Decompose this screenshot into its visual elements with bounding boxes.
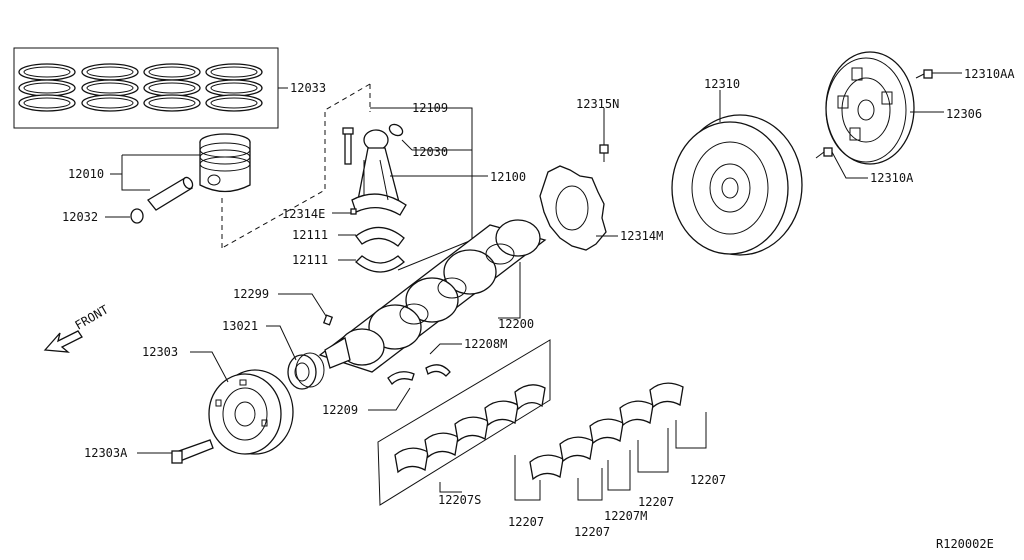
label-12208M[interactable]: 12208M xyxy=(464,337,507,351)
label-12109[interactable]: 12109 xyxy=(412,101,448,115)
leader-12207S xyxy=(439,482,462,493)
label-12207S[interactable]: 12207S xyxy=(438,493,481,507)
leader-12010-b xyxy=(121,155,150,191)
label-12314M[interactable]: 12314M xyxy=(620,229,663,243)
leader-12299 xyxy=(278,293,327,317)
label-12111a[interactable]: 12111 xyxy=(292,228,328,242)
leader-12030-a xyxy=(401,139,413,151)
rod-bearing-lower-part[interactable] xyxy=(355,255,405,273)
ring-set-3 xyxy=(143,63,201,112)
label-12299[interactable]: 12299 xyxy=(233,287,269,301)
pulley-bolt-part[interactable] xyxy=(171,439,214,464)
front-label: FRONT xyxy=(73,302,111,332)
leader-12200 xyxy=(498,262,521,319)
rod-bolt-part[interactable] xyxy=(342,127,354,165)
rod-bearing-upper-part[interactable] xyxy=(355,226,405,247)
assembly-dash-1 xyxy=(221,83,371,249)
thrust-bearing-part[interactable] xyxy=(387,364,451,386)
main-bearing-set-lower[interactable] xyxy=(529,382,684,481)
label-12111b[interactable]: 12111 xyxy=(292,253,328,267)
leader-12207d xyxy=(675,412,707,449)
leader-12109 xyxy=(370,107,473,271)
label-12010[interactable]: 12010 xyxy=(68,167,104,181)
label-12310A[interactable]: 12310A xyxy=(870,171,914,185)
leader-12303 xyxy=(190,351,229,383)
snap-ring-part[interactable] xyxy=(130,208,144,224)
label-12033[interactable]: 12033 xyxy=(290,81,326,95)
crank-pulley-part[interactable] xyxy=(208,369,294,455)
label-12315N[interactable]: 12315N xyxy=(576,97,619,111)
reference-code: R120002E xyxy=(936,537,994,551)
label-12207b[interactable]: 12207 xyxy=(574,525,610,539)
ring-set-1 xyxy=(18,63,76,112)
leader-13021 xyxy=(266,325,297,361)
clutch-disc-part[interactable] xyxy=(825,51,915,165)
label-12303[interactable]: 12303 xyxy=(142,345,178,359)
leader-12310A xyxy=(831,151,868,179)
label-12310[interactable]: 12310 xyxy=(704,77,740,91)
crank-sprocket-part[interactable] xyxy=(287,352,325,390)
clutch-bolt-part[interactable] xyxy=(915,69,933,79)
leader-12209 xyxy=(368,387,411,411)
signal-plate-part[interactable] xyxy=(539,165,607,251)
label-12306[interactable]: 12306 xyxy=(946,107,982,121)
label-12207a[interactable]: 12207 xyxy=(508,515,544,529)
plate-bolt-part[interactable] xyxy=(599,144,609,162)
flywheel-bolt-part[interactable] xyxy=(815,147,833,159)
leader-12207M xyxy=(607,450,631,491)
leader-12207b xyxy=(577,468,603,501)
label-12310AA[interactable]: 12310AA xyxy=(964,67,1015,81)
crankshaft-part[interactable] xyxy=(318,219,547,373)
leader-12208M xyxy=(429,343,462,355)
main-bearing-set-upper[interactable] xyxy=(377,339,551,506)
crank-key-part[interactable] xyxy=(322,314,334,326)
label-12303A[interactable]: 12303A xyxy=(84,446,128,460)
label-12207c[interactable]: 12207 xyxy=(638,495,674,509)
leader-12207a xyxy=(514,455,541,501)
connecting-rod-part[interactable] xyxy=(351,129,407,216)
piston-rings-group[interactable] xyxy=(13,47,279,129)
ring-set-2 xyxy=(81,63,139,112)
piston-pin-part[interactable] xyxy=(147,176,194,211)
ring-set-4 xyxy=(205,63,263,112)
label-12030[interactable]: 12030 xyxy=(412,145,448,159)
bushing-part[interactable] xyxy=(387,122,404,138)
label-12200[interactable]: 12200 xyxy=(498,317,534,331)
label-12032[interactable]: 12032 xyxy=(62,210,98,224)
label-12207M[interactable]: 12207M xyxy=(604,509,647,523)
nut-part[interactable] xyxy=(350,208,357,215)
front-arrow-icon xyxy=(43,330,83,353)
leader-12207c xyxy=(637,428,669,473)
flywheel-part[interactable] xyxy=(671,114,803,256)
label-12100[interactable]: 12100 xyxy=(490,170,526,184)
label-12207d[interactable]: 12207 xyxy=(690,473,726,487)
piston-part[interactable] xyxy=(199,133,251,193)
label-12314E[interactable]: 12314E xyxy=(282,207,325,221)
label-12209[interactable]: 12209 xyxy=(322,403,358,417)
label-13021[interactable]: 13021 xyxy=(222,319,258,333)
